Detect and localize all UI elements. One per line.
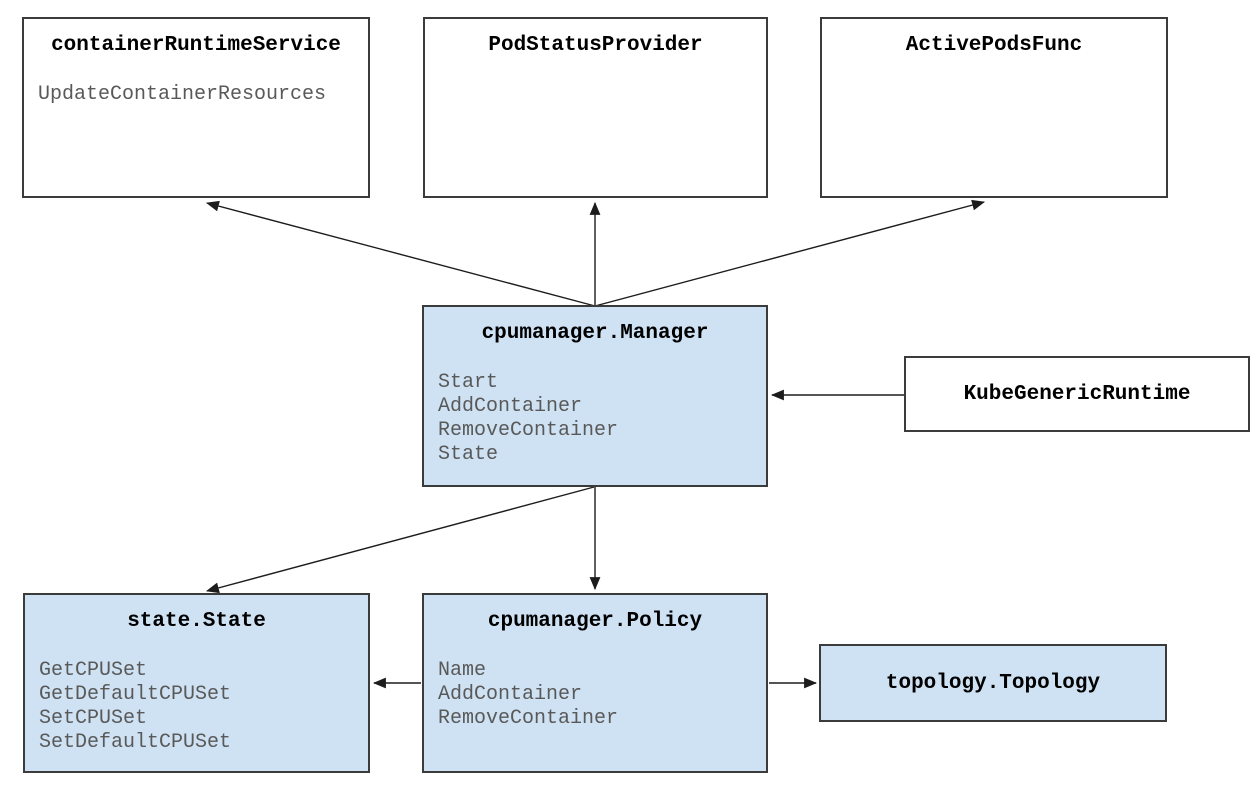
node-method-list: Start AddContainer RemoveContainer State bbox=[438, 371, 618, 467]
node-active-pods-func: ActivePodsFunc bbox=[820, 17, 1168, 198]
method-item: Name bbox=[438, 659, 487, 682]
node-method-list: GetCPUSet GetDefaultCPUSet SetCPUSet Set… bbox=[39, 659, 231, 755]
method-item: RemoveContainer bbox=[438, 419, 619, 442]
node-title: PodStatusProvider bbox=[488, 34, 703, 57]
node-method-list: Name AddContainer RemoveContainer bbox=[438, 659, 618, 731]
method-item: RemoveContainer bbox=[438, 707, 619, 730]
node-pod-status-provider: PodStatusProvider bbox=[423, 17, 768, 198]
method-item: SetCPUSet bbox=[39, 707, 148, 730]
node-title: containerRuntimeService bbox=[51, 34, 341, 57]
node-title: state.State bbox=[127, 610, 266, 633]
node-title: cpumanager.Policy bbox=[487, 610, 703, 633]
node-topology-topology: topology.Topology bbox=[819, 644, 1167, 722]
node-cpumanager-policy: cpumanager.Policy Name AddContainer Remo… bbox=[422, 593, 768, 773]
method-item: AddContainer bbox=[438, 395, 583, 418]
method-item: GetCPUSet bbox=[39, 659, 148, 682]
method-item: AddContainer bbox=[438, 683, 583, 706]
node-title: topology.Topology bbox=[885, 671, 1101, 695]
node-title: cpumanager.Manager bbox=[481, 322, 709, 345]
node-method-list: UpdateContainerResources bbox=[38, 83, 326, 107]
method-item: Start bbox=[438, 371, 499, 394]
method-item: SetDefaultCPUSet bbox=[39, 731, 232, 754]
node-kube-generic-runtime: KubeGenericRuntime bbox=[904, 356, 1250, 432]
arrow-manager-to-active-pods-func bbox=[594, 199, 986, 307]
node-cpumanager-manager: cpumanager.Manager Start AddContainer Re… bbox=[422, 305, 768, 487]
method-item: GetDefaultCPUSet bbox=[39, 683, 232, 706]
node-title: KubeGenericRuntime bbox=[963, 382, 1191, 406]
method-item: UpdateContainerResources bbox=[38, 83, 327, 106]
arrow-manager-to-container-runtime-service bbox=[205, 200, 596, 307]
arrow-manager-to-state bbox=[205, 486, 595, 594]
node-container-runtime-service: containerRuntimeService UpdateContainerR… bbox=[22, 17, 370, 198]
node-state-state: state.State GetCPUSet GetDefaultCPUSet S… bbox=[23, 593, 370, 773]
node-title: ActivePodsFunc bbox=[905, 34, 1083, 57]
method-item: State bbox=[438, 443, 499, 466]
